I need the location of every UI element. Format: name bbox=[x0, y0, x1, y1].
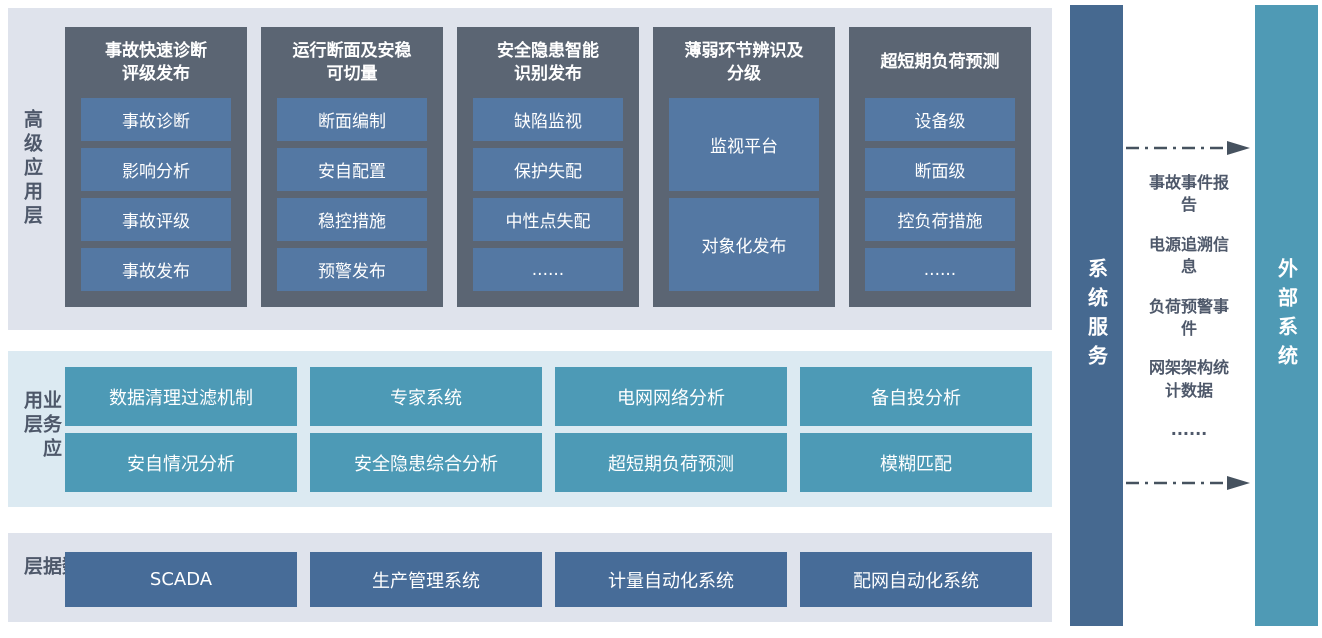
app-item-chip: ...... bbox=[865, 248, 1015, 291]
external-systems-bar: 外部系统 bbox=[1255, 5, 1318, 626]
flow-arrow-top-icon bbox=[1126, 141, 1250, 155]
business-item: 安自情况分析 bbox=[65, 433, 297, 492]
app-item-chip: 监视平台 bbox=[669, 98, 819, 191]
app-item-chip: 对象化发布 bbox=[669, 198, 819, 291]
app-column-items: 缺陷监视保护失配中性点失配...... bbox=[473, 98, 623, 307]
data-source-item: SCADA bbox=[65, 552, 297, 607]
app-item-chip: 安自配置 bbox=[277, 148, 427, 191]
exchange-item: ...... bbox=[1170, 420, 1208, 440]
business-items-grid: 数据清理过滤机制专家系统电网网络分析备自投分析安自情况分析安全隐患综合分析超短期… bbox=[65, 367, 1032, 492]
business-item: 数据清理过滤机制 bbox=[65, 367, 297, 426]
advanced-app-layer-panel: 高级应用层 事故快速诊断 评级发布 事故诊断影响分析事故评级事故发布 运行断面及… bbox=[8, 8, 1052, 330]
business-item: 备自投分析 bbox=[800, 367, 1032, 426]
app-column-load-forecast: 超短期负荷预测 设备级断面级控负荷措施...... bbox=[849, 27, 1031, 307]
app-item-chip: 事故诊断 bbox=[81, 98, 231, 141]
business-item: 电网网络分析 bbox=[555, 367, 787, 426]
data-source-item: 计量自动化系统 bbox=[555, 552, 787, 607]
app-column-title: 安全隐患智能 识别发布 bbox=[497, 40, 599, 84]
app-item-chip: 控负荷措施 bbox=[865, 198, 1015, 241]
advanced-app-layer-label: 高级应用层 bbox=[21, 109, 43, 229]
business-app-layer-label: 业务应用层 bbox=[21, 390, 62, 462]
app-item-chip: 预警发布 bbox=[277, 248, 427, 291]
app-item-chip: 事故发布 bbox=[81, 248, 231, 291]
app-column-title: 运行断面及安稳 可切量 bbox=[292, 40, 412, 84]
business-item: 安全隐患综合分析 bbox=[310, 433, 542, 492]
external-systems-label: 外部系统 bbox=[1274, 257, 1299, 374]
app-column-title: 事故快速诊断 评级发布 bbox=[105, 40, 207, 84]
app-item-chip: 影响分析 bbox=[81, 148, 231, 191]
app-column-operation-section: 运行断面及安稳 可切量 断面编制安自配置稳控措施预警发布 bbox=[261, 27, 443, 307]
app-item-chip: 中性点失配 bbox=[473, 198, 623, 241]
business-item: 超短期负荷预测 bbox=[555, 433, 787, 492]
exchange-item: 网架架构统计数据 bbox=[1149, 358, 1230, 400]
app-column-items: 设备级断面级控负荷措施...... bbox=[865, 98, 1015, 307]
business-item: 模糊匹配 bbox=[800, 433, 1032, 492]
app-item-chip: 断面编制 bbox=[277, 98, 427, 141]
exchange-item: 负荷预警事件 bbox=[1149, 296, 1230, 338]
app-item-chip: ...... bbox=[473, 248, 623, 291]
business-app-layer-panel: 业务应用层 数据清理过滤机制专家系统电网网络分析备自投分析安自情况分析安全隐患综… bbox=[8, 351, 1052, 507]
app-column-title: 超短期负荷预测 bbox=[880, 52, 1000, 73]
app-column-accident-diagnosis: 事故快速诊断 评级发布 事故诊断影响分析事故评级事故发布 bbox=[65, 27, 247, 307]
advanced-app-columns: 事故快速诊断 评级发布 事故诊断影响分析事故评级事故发布 运行断面及安稳 可切量… bbox=[65, 27, 1031, 307]
app-column-weak-links: 薄弱环节辨识及 分级 监视平台对象化发布 bbox=[653, 27, 835, 307]
business-item: 专家系统 bbox=[310, 367, 542, 426]
app-item-chip: 设备级 bbox=[865, 98, 1015, 141]
app-column-items: 事故诊断影响分析事故评级事故发布 bbox=[81, 98, 231, 307]
app-item-chip: 断面级 bbox=[865, 148, 1015, 191]
exchange-item: 电源追溯信息 bbox=[1149, 234, 1230, 277]
data-source-item: 生产管理系统 bbox=[310, 552, 542, 607]
app-item-chip: 事故评级 bbox=[81, 198, 231, 241]
flow-arrow-bottom-icon bbox=[1126, 476, 1250, 490]
data-source-item: 配网自动化系统 bbox=[800, 552, 1032, 607]
app-column-hazard-identification: 安全隐患智能 识别发布 缺陷监视保护失配中性点失配...... bbox=[457, 27, 639, 307]
exchange-items-list: 事故事件报告电源追溯信息负荷预警事件网架架构统计数据...... bbox=[1123, 172, 1255, 442]
exchange-item: 事故事件报告 bbox=[1149, 173, 1230, 215]
app-item-chip: 保护失配 bbox=[473, 148, 623, 191]
system-services-label: 系统服务 bbox=[1084, 257, 1109, 374]
app-column-title: 薄弱环节辨识及 分级 bbox=[684, 40, 804, 84]
app-item-chip: 缺陷监视 bbox=[473, 98, 623, 141]
app-column-items: 断面编制安自配置稳控措施预警发布 bbox=[277, 98, 427, 307]
system-services-bar: 系统服务 bbox=[1070, 5, 1123, 626]
app-item-chip: 稳控措施 bbox=[277, 198, 427, 241]
app-column-items: 监视平台对象化发布 bbox=[669, 98, 819, 307]
